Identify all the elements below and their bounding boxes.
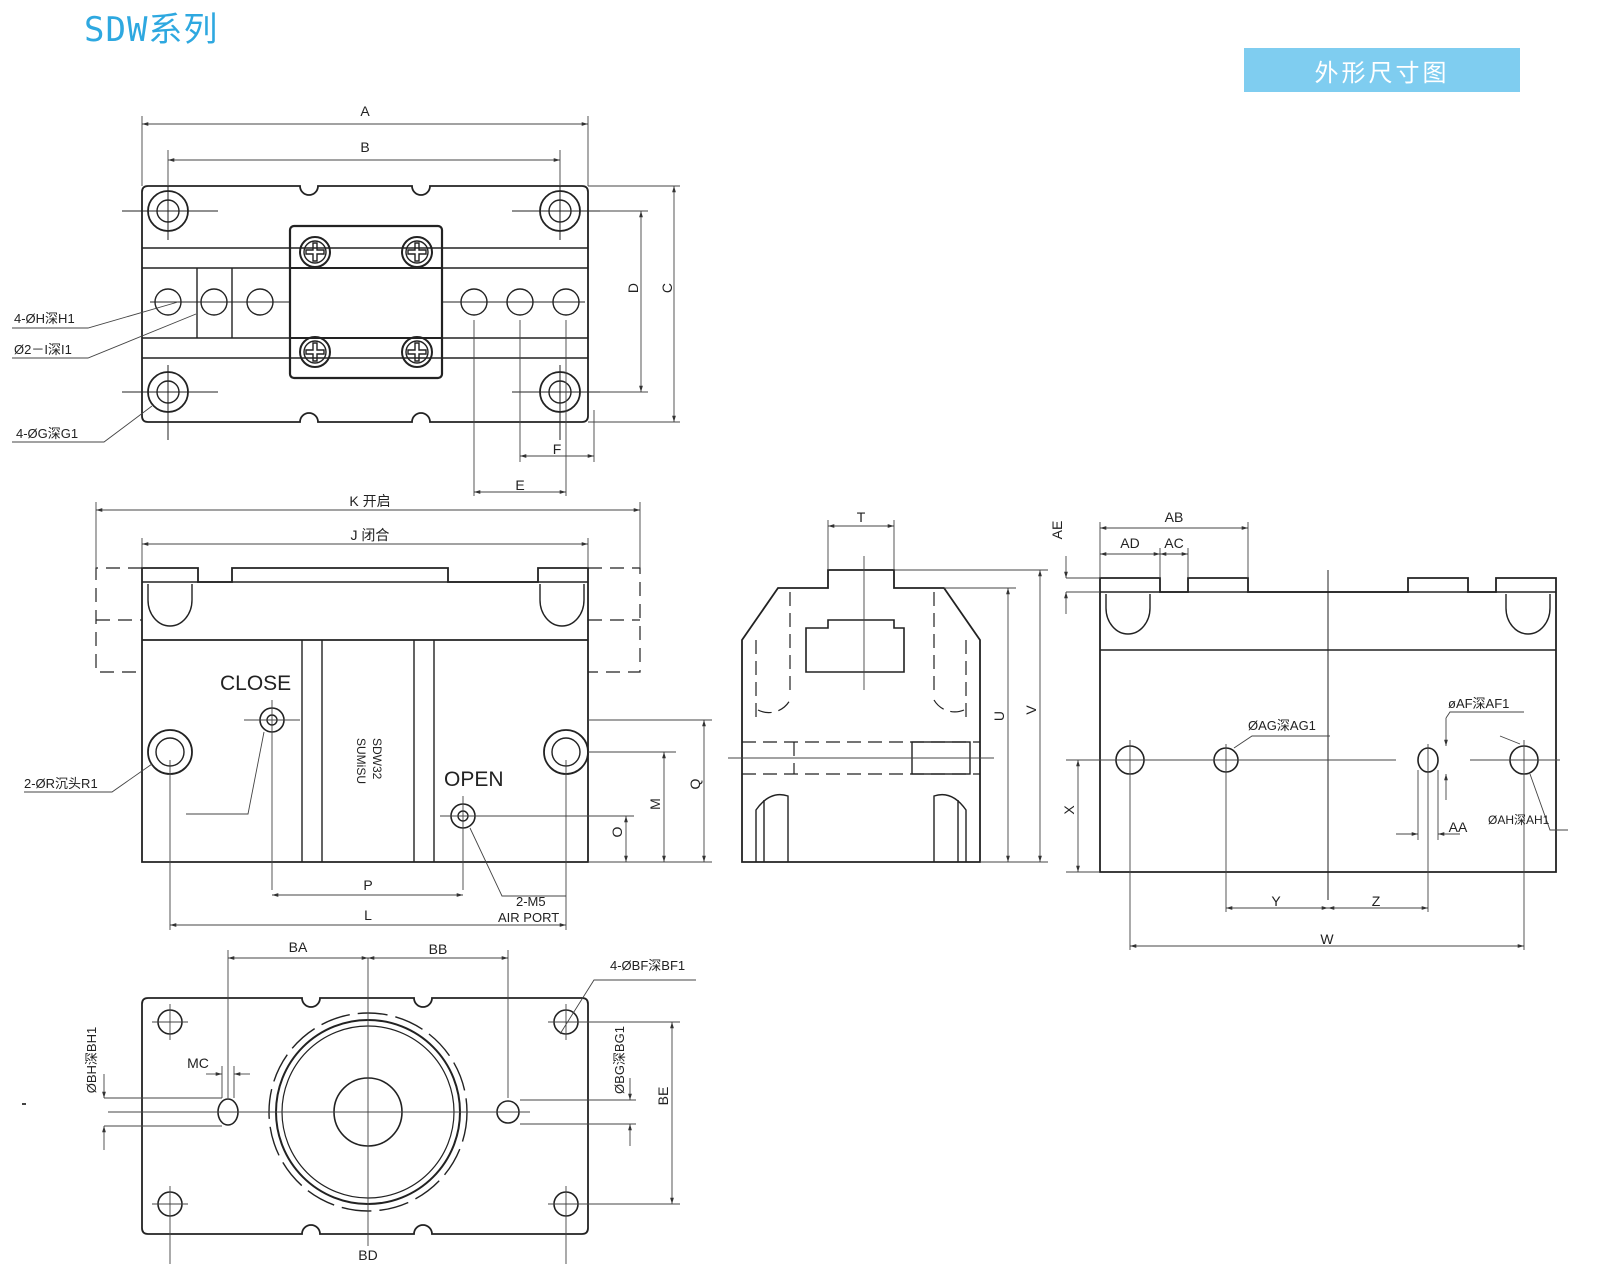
bottom-view: BA BB BD BE MC 4-ØBF深BF1 ØBH深BH1 ØBG深BG1	[22, 939, 696, 1264]
callout-af: øAF深AF1	[1448, 696, 1509, 711]
callout-h: 4-ØH深H1	[14, 311, 75, 326]
side-view: T V U	[728, 509, 1048, 863]
dim-mc: MC	[187, 1055, 209, 1071]
callout-bg: ØBG深BG1	[612, 1026, 627, 1094]
engraving-model: SDW32	[370, 738, 384, 780]
dim-o: O	[609, 826, 625, 837]
dim-bd: BD	[358, 1247, 377, 1263]
dim-u: U	[991, 711, 1007, 721]
dim-z: Z	[1372, 893, 1381, 909]
callout-r: 2-ØR沉头R1	[24, 776, 98, 791]
dim-t: T	[857, 509, 866, 525]
callout-g: 4-ØG深G1	[16, 426, 78, 441]
dim-c: C	[659, 283, 675, 293]
dim-x: X	[1061, 805, 1077, 815]
callout-ah: ØAH深AH1	[1488, 813, 1550, 827]
dim-ba: BA	[289, 939, 308, 955]
dim-v: V	[1023, 705, 1039, 715]
top-view: A B C D E F 4-ØH深H1 Ø2－I深I1 4-ØG深G1	[12, 103, 680, 496]
top-view-centerlines	[122, 186, 610, 440]
callout-bh: ØBH深BH1	[84, 1027, 99, 1093]
air-port-label-1: 2-M5	[516, 894, 546, 909]
dim-a: A	[360, 103, 370, 119]
section-banner: 外形尺寸图	[1244, 48, 1520, 92]
dim-j: J 闭合	[351, 527, 390, 543]
dim-ab: AB	[1165, 509, 1184, 525]
dim-ac: AC	[1164, 535, 1183, 551]
label-open: OPEN	[444, 768, 504, 791]
engraving-brand: SUMiSU	[354, 738, 368, 784]
right-view: AB AD AC AE X Y Z W AA ØAG深AG1 øAF深AF1 Ø…	[1049, 509, 1568, 950]
callout-ag: ØAG深AG1	[1248, 718, 1316, 733]
dim-f: F	[553, 441, 562, 457]
dim-be: BE	[655, 1087, 671, 1106]
dim-e: E	[515, 477, 524, 493]
dim-aa: AA	[1449, 819, 1468, 835]
series-title: SDW系列	[84, 10, 219, 50]
dim-p: P	[363, 877, 372, 893]
front-view: K 开启 J 闭合 P L Q M O CLOSE OPEN 2-ØR沉头R1 …	[24, 493, 712, 930]
side-view-body	[741, 569, 981, 863]
dim-w: W	[1320, 931, 1334, 947]
air-port-label-2: AIR PORT	[498, 910, 559, 925]
label-close: CLOSE	[220, 672, 291, 695]
dim-ae: AE	[1049, 521, 1065, 540]
dim-k: K 开启	[349, 493, 390, 509]
dim-b: B	[360, 139, 369, 155]
dim-ad: AD	[1120, 535, 1139, 551]
callout-bf: 4-ØBF深BF1	[610, 958, 685, 973]
bottom-view-body	[141, 997, 589, 1235]
top-view-body	[141, 185, 589, 423]
dim-l: L	[364, 907, 372, 923]
front-view-open-outline	[95, 567, 641, 673]
dim-bb: BB	[429, 941, 448, 957]
dim-d: D	[625, 283, 641, 293]
dim-q: Q	[687, 778, 703, 789]
dim-m: M	[647, 798, 663, 810]
front-view-body	[141, 567, 589, 863]
dim-y: Y	[1271, 893, 1281, 909]
callout-i: Ø2－I深I1	[14, 342, 72, 357]
